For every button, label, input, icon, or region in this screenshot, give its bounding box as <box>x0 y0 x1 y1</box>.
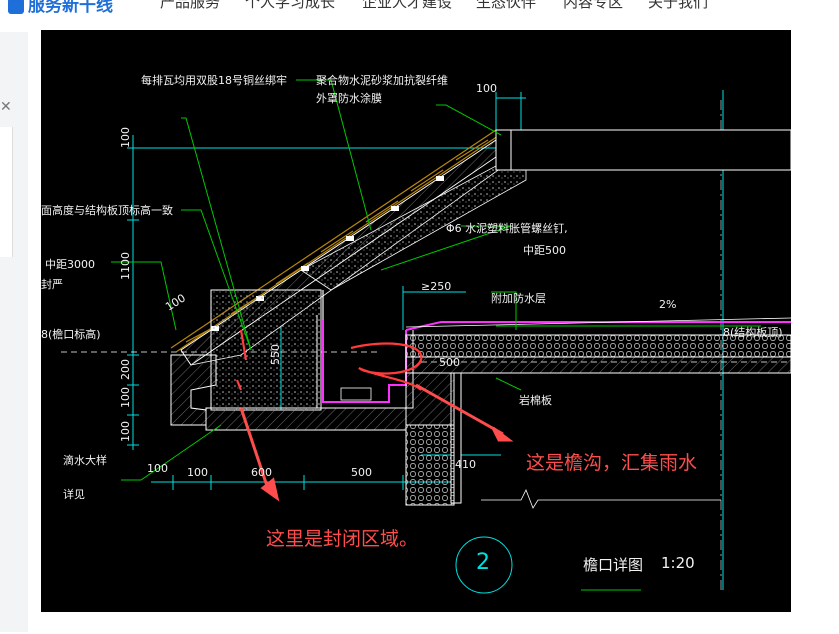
nav-item-content[interactable]: 内容专区 <box>563 0 624 11</box>
cad-linework <box>61 79 791 594</box>
eave-elevation: 8(檐口标高) <box>41 328 101 341</box>
dim-100-v2: 100 <box>119 387 132 408</box>
drawing-scale: 1:20 <box>661 554 695 572</box>
nav-item-about[interactable]: 关于我们 <box>648 0 709 11</box>
dim-100-top: 100 <box>476 82 497 95</box>
waterproof-layer-note: 附加防水层 <box>491 292 546 305</box>
seal-note: 封严 <box>41 278 63 291</box>
dim-250: ≥250 <box>421 280 452 293</box>
side-panel-card[interactable] <box>0 127 13 257</box>
dim-500-bottom: 500 <box>351 466 372 479</box>
struct-elevation: 8(结构板顶) <box>723 326 783 339</box>
dim-410: 410 <box>455 458 476 471</box>
dim-100-bottom: 100 <box>147 462 168 475</box>
elevation-note: 面高度与结构板顶标高一致 <box>41 204 173 217</box>
nav-item-enterprise-talent[interactable]: 企业人才建设 <box>362 0 453 11</box>
dim-100-v1: 100 <box>119 127 132 148</box>
nav-item-products[interactable]: 产品服务 <box>160 0 221 11</box>
rockwool-note: 岩棉板 <box>519 394 552 407</box>
top-nav: 服务新干线 产品服务 个人学习成长 企业人才建设 生态伙伴 内容专区 关于我们 <box>0 0 839 16</box>
drawing-title: 檐口详图 <box>583 556 644 574</box>
dim-1100: 1100 <box>119 252 132 280</box>
nav-item-personal-growth[interactable]: 个人学习成长 <box>245 0 336 11</box>
dim-200: 200 <box>119 359 132 380</box>
logo-text: 服务新干线 <box>28 0 113 16</box>
left-sidebar: ✕ <box>0 32 28 632</box>
bolt-note-1: Φ6 水泥塑料胀管螺丝钉, <box>446 222 568 235</box>
detail-number: 2 <box>476 550 490 575</box>
mid-spacing-3000: 中距3000 <box>45 258 95 271</box>
tie-note: 每排瓦均用双股18号铜丝绑牢 <box>141 74 287 87</box>
mortar-note-2: 外罩防水涂膜 <box>316 92 382 105</box>
dim-550: 550 <box>269 344 282 365</box>
nav-item-partners[interactable]: 生态伙伴 <box>476 0 537 11</box>
closed-area-annotation: 这里是封闭区域。 <box>266 528 419 550</box>
close-icon[interactable]: ✕ <box>0 99 12 115</box>
detail-note: 详见 <box>63 488 85 501</box>
dim-500-right: 500 <box>439 356 460 369</box>
slope-label: 2% <box>659 298 677 311</box>
mortar-note-1: 聚合物水泥砂浆加抗裂纤维 <box>316 74 448 87</box>
gutter-annotation: 这是檐沟，汇集雨水 <box>526 452 698 474</box>
bolt-note-2: 中距500 <box>523 244 566 257</box>
dim-600: 600 <box>251 466 272 479</box>
site-logo[interactable]: 服务新干线 <box>8 0 113 16</box>
logo-icon <box>8 0 24 14</box>
cad-drawing: 每排瓦均用双股18号铜丝绑牢 聚合物水泥砂浆加抗裂纤维 外罩防水涂膜 100 1… <box>41 30 791 612</box>
drip-note: 滴水大样 <box>63 454 107 467</box>
dim-100-v3: 100 <box>119 421 132 442</box>
dim-100-b2: 100 <box>187 466 208 479</box>
